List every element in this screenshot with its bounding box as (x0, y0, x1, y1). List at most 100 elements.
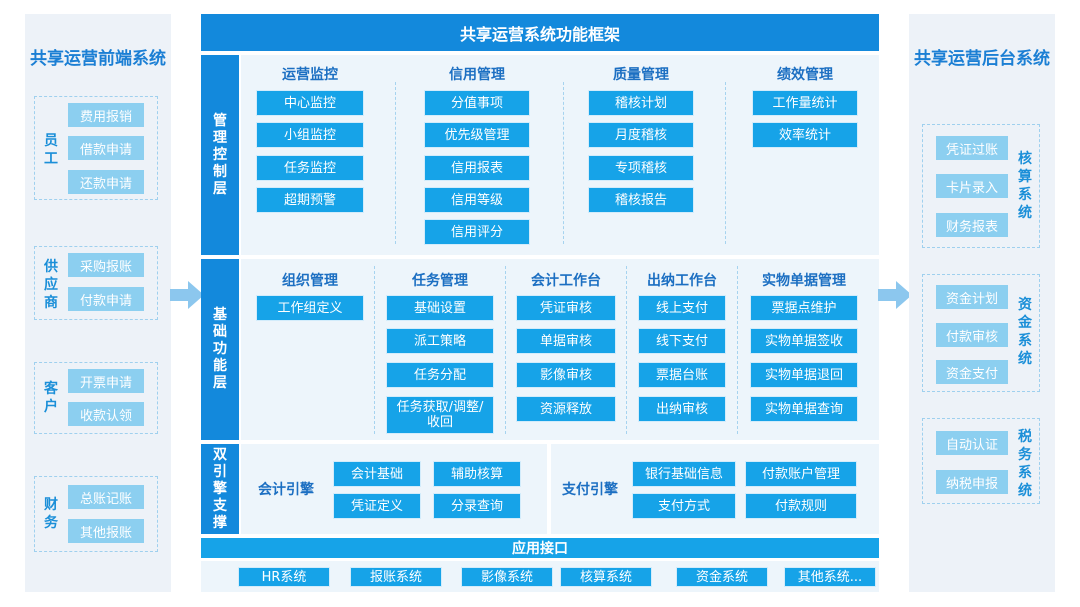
accounting-engine-title: 会计引擎 (258, 482, 314, 498)
supplier-group-label: 供应商 (44, 259, 58, 311)
finance-group (34, 476, 158, 552)
fund-plan-box[interactable]: 资金计划 (936, 285, 1008, 309)
finance-group-label: 财务 (44, 497, 58, 531)
expense-reimbursement-box[interactable]: 费用报销 (68, 103, 144, 127)
card-entry-box[interactable]: 卡片录入 (936, 174, 1008, 198)
reimbursement-system-box[interactable]: 报账系统 (350, 567, 442, 587)
special-audit-box[interactable]: 专项稽核 (588, 155, 694, 181)
payment-method-box[interactable]: 支付方式 (632, 493, 736, 519)
voucher-posting-box[interactable]: 凭证过账 (936, 136, 1008, 160)
employee-group-label: 员工 (44, 133, 58, 167)
document-return-box[interactable]: 实物单据退回 (750, 362, 858, 388)
fund-system-group (922, 274, 1040, 392)
workgroup-definition-box[interactable]: 工作组定义 (256, 295, 364, 321)
offline-payment-box[interactable]: 线下支付 (638, 328, 726, 354)
imaging-system-box[interactable]: 影像系统 (461, 567, 553, 587)
dispatch-strategy-box[interactable]: 派工策略 (386, 328, 494, 354)
fund-system-group-label: 资金系统 (1018, 297, 1032, 367)
hr-system-box[interactable]: HR系统 (238, 567, 330, 587)
accounting-workbench-title: 会计工作台 (531, 273, 601, 289)
backend-systems-title: 共享运营后台系统 (914, 49, 1050, 69)
ops-monitoring-title: 运营监控 (282, 67, 338, 83)
divider (737, 266, 738, 434)
divider (563, 82, 564, 244)
bank-info-box[interactable]: 银行基础信息 (632, 461, 736, 487)
workload-statistics-box[interactable]: 工作量统计 (752, 90, 858, 116)
loan-application-box[interactable]: 借款申请 (68, 136, 144, 160)
image-review-box[interactable]: 影像审核 (516, 362, 616, 388)
cashier-workbench-title: 出纳工作台 (647, 273, 717, 289)
online-payment-box[interactable]: 线上支付 (638, 295, 726, 321)
performance-management-title: 绩效管理 (777, 67, 833, 83)
accounting-system-group (922, 124, 1040, 248)
cashier-review-box[interactable]: 出纳审核 (638, 396, 726, 422)
credit-management-title: 信用管理 (449, 67, 505, 83)
accounting-engine-area (241, 444, 547, 534)
bill-ledger-box[interactable]: 票据台账 (638, 362, 726, 388)
divider (725, 82, 726, 244)
fund-payment-box[interactable]: 资金支付 (936, 360, 1008, 384)
right-arrow-icon (170, 281, 204, 309)
audit-report-box[interactable]: 稽核报告 (588, 187, 694, 213)
document-review-box[interactable]: 单据审核 (516, 328, 616, 354)
quality-management-title: 质量管理 (613, 67, 669, 83)
tax-declaration-box[interactable]: 纳税申报 (936, 470, 1008, 494)
divider (505, 266, 506, 434)
physical-document-management-title: 实物单据管理 (762, 273, 846, 289)
divider (374, 266, 375, 434)
score-items-box[interactable]: 分值事项 (424, 90, 530, 116)
other-reimbursement-box[interactable]: 其他报账 (68, 519, 144, 543)
invoice-application-box[interactable]: 开票申请 (68, 369, 144, 393)
group-monitoring-box[interactable]: 小组监控 (256, 122, 364, 148)
right-arrow-icon (878, 281, 912, 309)
voucher-review-box[interactable]: 凭证审核 (516, 295, 616, 321)
engine-layer-label: 双引擎支撑 (201, 444, 239, 534)
auxiliary-accounting-box[interactable]: 辅助核算 (433, 461, 521, 487)
employee-group (34, 96, 158, 200)
application-interface-bar: 应用接口 (201, 538, 879, 558)
task-monitoring-box[interactable]: 任务监控 (256, 155, 364, 181)
tax-system-group-label: 税务系统 (1018, 429, 1032, 499)
document-query-box[interactable]: 实物单据查询 (750, 396, 858, 422)
repayment-application-box[interactable]: 还款申请 (68, 170, 144, 194)
fund-system-box[interactable]: 资金系统 (676, 567, 768, 587)
basic-layer-label: 基础功能层 (201, 259, 239, 440)
efficiency-statistics-box[interactable]: 效率统计 (752, 122, 858, 148)
basic-settings-box[interactable]: 基础设置 (386, 295, 494, 321)
center-monitoring-box[interactable]: 中心监控 (256, 90, 364, 116)
credit-report-box[interactable]: 信用报表 (424, 155, 530, 181)
other-systems-box[interactable]: 其他系统... (784, 567, 876, 587)
document-signoff-box[interactable]: 实物单据签收 (750, 328, 858, 354)
accounting-system-box[interactable]: 核算系统 (560, 567, 652, 587)
bill-point-maintenance-box[interactable]: 票据点维护 (750, 295, 858, 321)
divider (395, 82, 396, 244)
payment-review-box[interactable]: 付款审核 (936, 323, 1008, 347)
task-retrieval-box[interactable]: 任务获取/调整/ 收回 (386, 396, 494, 434)
financial-statements-box[interactable]: 财务报表 (936, 213, 1008, 237)
main-title: 共享运营系统功能框架 (201, 14, 879, 51)
overdue-warning-box[interactable]: 超期预警 (256, 187, 364, 213)
management-layer-label: 管理控制层 (201, 55, 239, 255)
receipt-claim-box[interactable]: 收款认领 (68, 402, 144, 426)
general-ledger-box[interactable]: 总账记账 (68, 485, 144, 509)
payment-rules-box[interactable]: 付款规则 (745, 493, 857, 519)
task-management-title: 任务管理 (412, 273, 468, 289)
entry-query-box[interactable]: 分录查询 (433, 493, 521, 519)
priority-management-box[interactable]: 优先级管理 (424, 122, 530, 148)
divider (626, 266, 627, 434)
monthly-audit-box[interactable]: 月度稽核 (588, 122, 694, 148)
credit-level-box[interactable]: 信用等级 (424, 187, 530, 213)
payment-application-box[interactable]: 付款申请 (68, 287, 144, 311)
voucher-definition-box[interactable]: 凭证定义 (333, 493, 421, 519)
payment-account-management-box[interactable]: 付款账户管理 (745, 461, 857, 487)
accounting-system-group-label: 核算系统 (1018, 151, 1032, 221)
accounting-basics-box[interactable]: 会计基础 (333, 461, 421, 487)
purchase-reimbursement-box[interactable]: 采购报账 (68, 253, 144, 277)
auto-certification-box[interactable]: 自动认证 (936, 431, 1008, 455)
customer-group (34, 362, 158, 434)
credit-rating-box[interactable]: 信用评分 (424, 219, 530, 245)
resource-release-box[interactable]: 资源释放 (516, 396, 616, 422)
customer-group-label: 客户 (44, 381, 58, 415)
audit-plan-box[interactable]: 稽核计划 (588, 90, 694, 116)
task-allocation-box[interactable]: 任务分配 (386, 362, 494, 388)
